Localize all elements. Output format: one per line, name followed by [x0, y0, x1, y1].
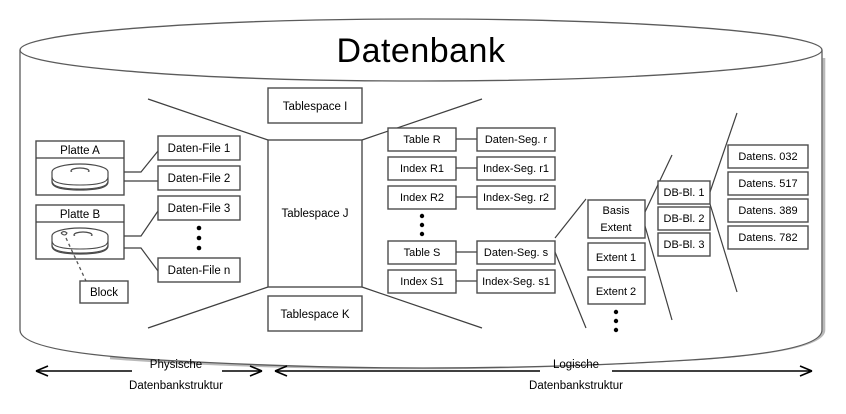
- data-file-box[interactable]: Daten-File 3: [157, 195, 241, 221]
- tablespace-j[interactable]: Tablespace J: [267, 139, 363, 288]
- data-file-box[interactable]: Daten-File 1: [157, 135, 241, 161]
- logical-object-list: Table R Index R1 Index R2 Table S Index …: [387, 127, 457, 294]
- db-block-box[interactable]: DB-Bl. 2: [657, 206, 711, 231]
- extent-box[interactable]: Extent 1: [587, 242, 646, 271]
- record-box[interactable]: Datens. 032: [727, 144, 809, 169]
- disk-platters-icon: [51, 227, 109, 255]
- vertical-ellipsis-files: [196, 225, 202, 251]
- record-label: Datens. 032: [738, 151, 797, 163]
- db-block-label: DB-Bl. 3: [664, 239, 705, 251]
- vertical-ellipsis-objects: [419, 213, 425, 237]
- db-block-box[interactable]: DB-Bl. 1: [657, 180, 711, 205]
- diagram-title: Datenbank: [337, 32, 506, 70]
- axis-logical: Logische Datenbankstruktur: [274, 359, 813, 392]
- extent-basis-label-line1: Basis: [603, 205, 630, 217]
- db-block-label: DB-Bl. 1: [664, 187, 705, 199]
- fanlines-tablespace-to-objects: [361, 98, 483, 329]
- segment-box[interactable]: Index-Seg. s1: [476, 269, 556, 294]
- data-file-list: Daten-File 1 Daten-File 2 Daten-File 3 D…: [157, 135, 241, 283]
- block-label: Block: [90, 287, 118, 299]
- fanlines-block-to-records: [709, 112, 738, 293]
- record-box[interactable]: Datens. 517: [727, 171, 809, 196]
- axis-physical: Physische Datenbankstruktur: [35, 359, 263, 392]
- logical-object-box[interactable]: Table S: [387, 240, 457, 265]
- disk-platte-b[interactable]: Platte B: [35, 204, 125, 260]
- data-file-box[interactable]: Daten-File 2: [157, 165, 241, 191]
- record-label: Datens. 389: [738, 205, 797, 217]
- tablespace-i-label: Tablespace I: [283, 101, 348, 113]
- data-file-label: Daten-File 1: [168, 143, 231, 155]
- tablespace-j-label: Tablespace J: [281, 208, 348, 220]
- segment-box[interactable]: Daten-Seg. s: [476, 240, 556, 265]
- connectors-disks-to-files: [124, 150, 159, 272]
- connectors-objects-to-segments: [456, 138, 477, 282]
- disk-platte-a[interactable]: Platte A: [35, 140, 125, 196]
- segment-label: Daten-Seg. s: [484, 247, 549, 259]
- tablespace-k-label: Tablespace K: [280, 309, 349, 321]
- segment-box[interactable]: Index-Seg. r1: [476, 156, 556, 181]
- fanlines-tablespace-to-files: [147, 98, 269, 329]
- vertical-ellipsis-extents: [613, 309, 619, 333]
- db-block-box[interactable]: DB-Bl. 3: [657, 232, 711, 257]
- segment-list: Daten-Seg. r Index-Seg. r1 Index-Seg. r2…: [476, 127, 556, 294]
- logical-object-box[interactable]: Table R: [387, 127, 457, 152]
- record-box[interactable]: Datens. 389: [727, 198, 809, 223]
- axis-physical-line2: Datenbankstruktur: [129, 380, 223, 392]
- axis-logical-line2: Datenbankstruktur: [529, 380, 623, 392]
- record-label: Datens. 517: [738, 178, 797, 190]
- record-list: Datens. 032 Datens. 517 Datens. 389 Date…: [727, 144, 809, 250]
- logical-object-label: Table R: [403, 134, 440, 146]
- logical-object-box[interactable]: Index S1: [387, 269, 457, 294]
- disk-platte-a-label: Platte A: [60, 145, 100, 157]
- extent-label: Extent 2: [596, 286, 636, 298]
- data-file-label: Daten-File 3: [168, 203, 231, 215]
- segment-label: Index-Seg. s1: [482, 276, 550, 288]
- logical-object-label: Index R1: [400, 163, 444, 175]
- axis-logical-line1: Logische: [553, 359, 599, 371]
- segment-label: Daten-Seg. r: [485, 134, 548, 146]
- segment-label: Index-Seg. r2: [483, 192, 549, 204]
- data-file-label: Daten-File 2: [168, 173, 231, 185]
- segment-box[interactable]: Daten-Seg. r: [476, 127, 556, 152]
- tablespace-i[interactable]: Tablespace I: [267, 87, 363, 124]
- extent-label: Extent 1: [596, 252, 636, 264]
- fanlines-segment-to-extents: [554, 198, 587, 329]
- disk-platters-icon: [51, 163, 109, 191]
- record-label: Datens. 782: [738, 232, 797, 244]
- db-block-label: DB-Bl. 2: [664, 213, 705, 225]
- disk-platte-b-label: Platte B: [60, 209, 101, 221]
- extent-box[interactable]: Extent 2: [587, 276, 646, 305]
- block-callout[interactable]: Block: [65, 237, 129, 304]
- db-block-list: DB-Bl. 1 DB-Bl. 2 DB-Bl. 3: [657, 180, 711, 257]
- extent-basis-label-line2: Extent: [600, 222, 631, 234]
- logical-object-label: Index S1: [400, 276, 443, 288]
- segment-box[interactable]: Index-Seg. r2: [476, 185, 556, 210]
- data-file-box[interactable]: Daten-File n: [157, 257, 241, 283]
- record-box[interactable]: Datens. 782: [727, 225, 809, 250]
- logical-object-box[interactable]: Index R2: [387, 185, 457, 210]
- axis-physical-line1: Physische: [150, 359, 202, 371]
- tablespace-k[interactable]: Tablespace K: [267, 295, 363, 332]
- logical-object-label: Table S: [404, 247, 441, 259]
- logical-object-box[interactable]: Index R1: [387, 156, 457, 181]
- segment-label: Index-Seg. r1: [483, 163, 549, 175]
- extent-list: Basis Extent Extent 1 Extent 2: [587, 199, 646, 333]
- extent-box-basis[interactable]: Basis Extent: [587, 199, 646, 239]
- logical-object-label: Index R2: [400, 192, 444, 204]
- data-file-label: Daten-File n: [168, 265, 231, 277]
